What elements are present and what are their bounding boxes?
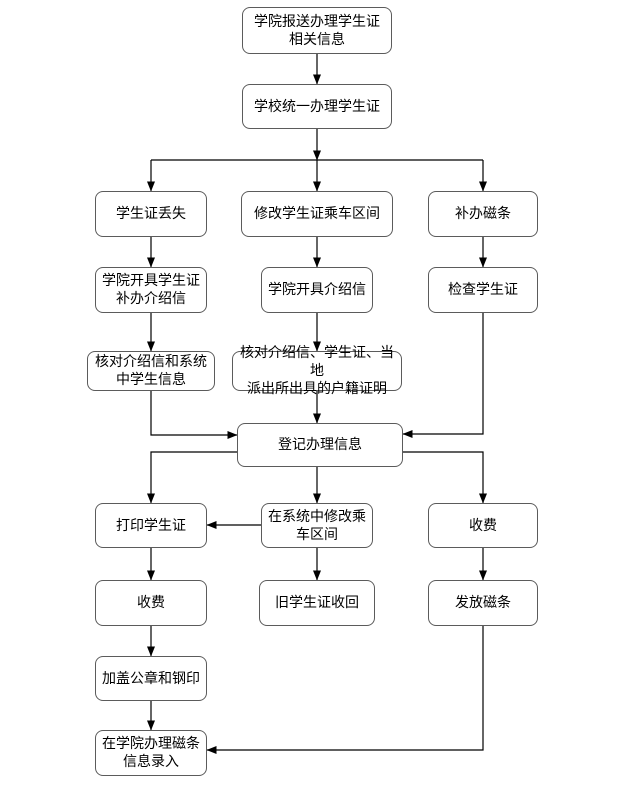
flow-node-college-reissue-letter: 学院开具学生证 补办介绍信 bbox=[95, 267, 207, 313]
flow-node-check-student-card: 检查学生证 bbox=[428, 267, 538, 313]
flow-node-college-intro-letter: 学院开具介绍信 bbox=[261, 267, 373, 313]
flow-node-verify-letter-system-info: 核对介绍信和系统 中学生信息 bbox=[87, 351, 215, 391]
flow-node-college-magstripe-data-entry: 在学院办理磁条 信息录入 bbox=[95, 730, 207, 776]
flow-node-modify-interval-in-system: 在系统中修改乘 车区间 bbox=[261, 503, 373, 548]
flow-node-report-student-card-info: 学院报送办理学生证 相关信息 bbox=[242, 7, 392, 54]
flow-node-print-student-card: 打印学生证 bbox=[95, 503, 207, 548]
flow-edge-verify-letter-system-info-to-register-processing-info bbox=[150, 391, 238, 439]
flow-edge-register-processing-info-to-charge-fee-right bbox=[403, 451, 487, 504]
flow-edge-issue-magstripe-to-college-magstripe-data-entry bbox=[206, 626, 484, 754]
flow-node-charge-fee-left: 收费 bbox=[95, 580, 207, 626]
flow-edge-register-processing-info-to-print-student-card bbox=[147, 451, 237, 504]
flow-node-register-processing-info: 登记办理信息 bbox=[237, 423, 403, 467]
flow-node-issue-magstripe: 发放磁条 bbox=[428, 580, 538, 626]
flow-node-card-lost: 学生证丢失 bbox=[95, 191, 207, 237]
flow-node-school-unified-processing: 学校统一办理学生证 bbox=[242, 84, 392, 129]
flow-node-stamp-seal-embossing: 加盖公章和钢印 bbox=[95, 656, 207, 701]
flow-node-modify-ride-interval: 修改学生证乘车区间 bbox=[241, 191, 393, 237]
flow-node-recall-old-card: 旧学生证收回 bbox=[259, 580, 375, 626]
flow-edge-check-student-card-to-register-processing-info bbox=[402, 313, 484, 438]
flow-node-reissue-magstripe: 补办磁条 bbox=[428, 191, 538, 237]
flow-node-verify-letter-card-hukou: 核对介绍信、学生证、当地 派出所出具的户籍证明 bbox=[232, 345, 402, 397]
flow-node-charge-fee-right: 收费 bbox=[428, 503, 538, 548]
